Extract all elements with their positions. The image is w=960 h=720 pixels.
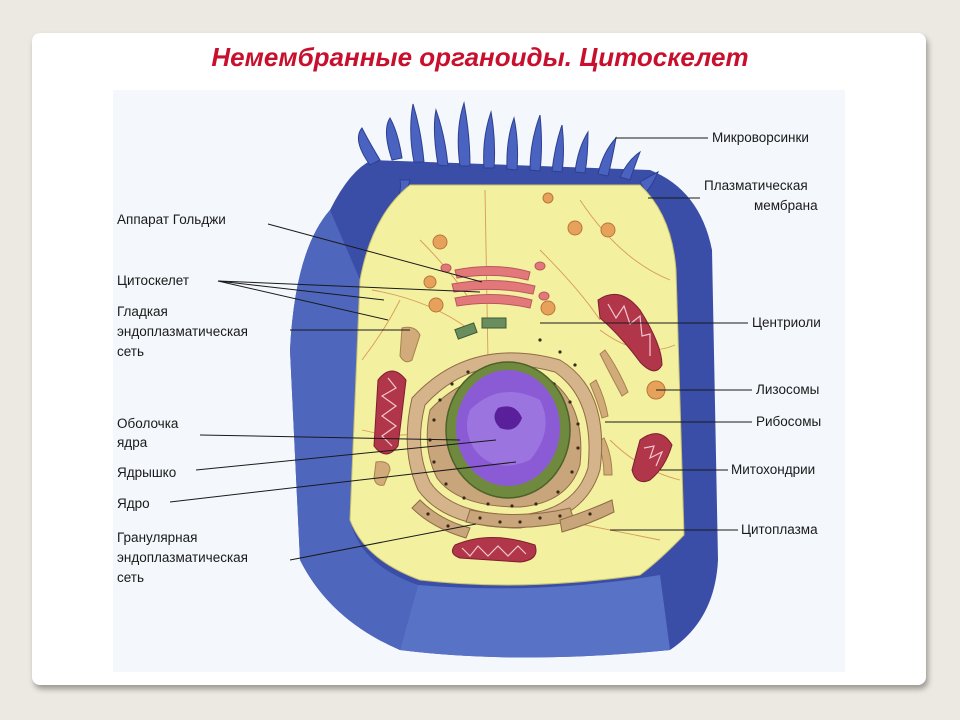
golgi-apparatus [440, 261, 550, 309]
label-ribosomes: Рибосомы [756, 414, 821, 429]
nucleolus [494, 406, 522, 430]
cell-bottom-face [400, 575, 670, 658]
label-nucleus: Ядро [117, 496, 150, 511]
label-cytoskeleton: Цитоскелет [117, 273, 189, 288]
label-plasma-membrane-line2: мембрана [754, 198, 818, 213]
label-lysosomes: Лизосомы [756, 382, 819, 397]
label-golgi: Аппарат Гольджи [117, 212, 226, 227]
label-nucleolus: Ядрышко [117, 465, 176, 480]
cell-side-face [290, 210, 418, 650]
label-rough-er-line2: эндоплазматическая [117, 550, 248, 565]
label-plasma-membrane-line1: Плазматическая [704, 178, 808, 193]
label-nuclear-envelope-line2: ядра [117, 435, 148, 450]
label-rough-er-line3: сеть [117, 570, 144, 585]
centrioles [454, 317, 507, 340]
label-smooth-er-line2: эндоплазматическая [117, 324, 248, 339]
label-rough-er-line1: Гранулярная [117, 530, 197, 545]
label-centrioles: Центриоли [752, 315, 821, 330]
label-nuclear-envelope-line1: Оболочка [117, 416, 179, 431]
label-microvilli: Микроворсинки [712, 130, 809, 145]
smooth-er [373, 326, 629, 486]
slide-title: Немембранные органоиды. Цитоскелет [211, 42, 749, 72]
label-cytoplasm: Цитоплазма [741, 522, 818, 537]
label-smooth-er-line3: сеть [117, 344, 144, 359]
label-mitochondria: Митохондрии [731, 462, 815, 477]
leader-lines [169, 137, 752, 561]
label-smooth-er-line1: Гладкая [117, 304, 168, 319]
mitochondria [373, 293, 673, 563]
